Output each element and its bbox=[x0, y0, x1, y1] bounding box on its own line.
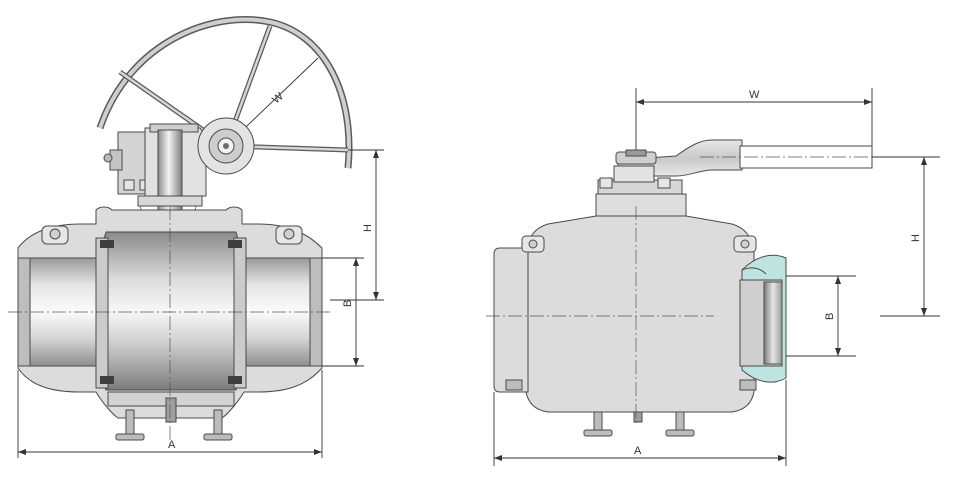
side-dimensions: W H B A bbox=[493, 88, 940, 466]
front-b-label: B bbox=[342, 300, 354, 307]
side-w-label: W bbox=[749, 89, 760, 101]
side-view: W H B A bbox=[486, 88, 940, 466]
front-a-label: A bbox=[168, 439, 176, 451]
front-dimensions: W H B A bbox=[17, 90, 384, 458]
front-h-label: H bbox=[362, 224, 374, 232]
side-b-label: B bbox=[824, 313, 836, 320]
side-body bbox=[493, 215, 757, 437]
front-view: W H B A bbox=[8, 16, 384, 458]
side-end-connection bbox=[739, 254, 787, 383]
side-h-label: H bbox=[910, 234, 922, 242]
side-a-label: A bbox=[634, 445, 642, 457]
side-bonnet bbox=[595, 165, 687, 217]
front-w-label: W bbox=[270, 90, 286, 106]
